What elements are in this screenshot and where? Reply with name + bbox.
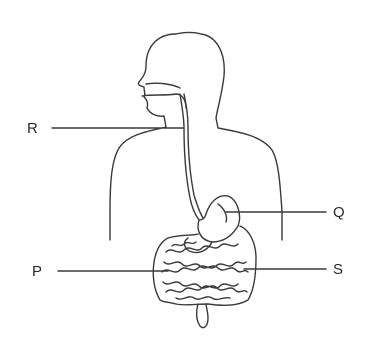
stomach (198, 196, 239, 242)
rectum (197, 304, 208, 328)
label-r: R (27, 121, 38, 136)
oral-cavity (142, 94, 186, 108)
large-intestine (153, 226, 256, 305)
oesophagus (180, 94, 203, 220)
nasal-passage (146, 83, 180, 88)
label-p: P (32, 264, 42, 279)
label-q: Q (333, 205, 345, 220)
body-outline (110, 33, 282, 241)
label-s: S (333, 262, 343, 277)
